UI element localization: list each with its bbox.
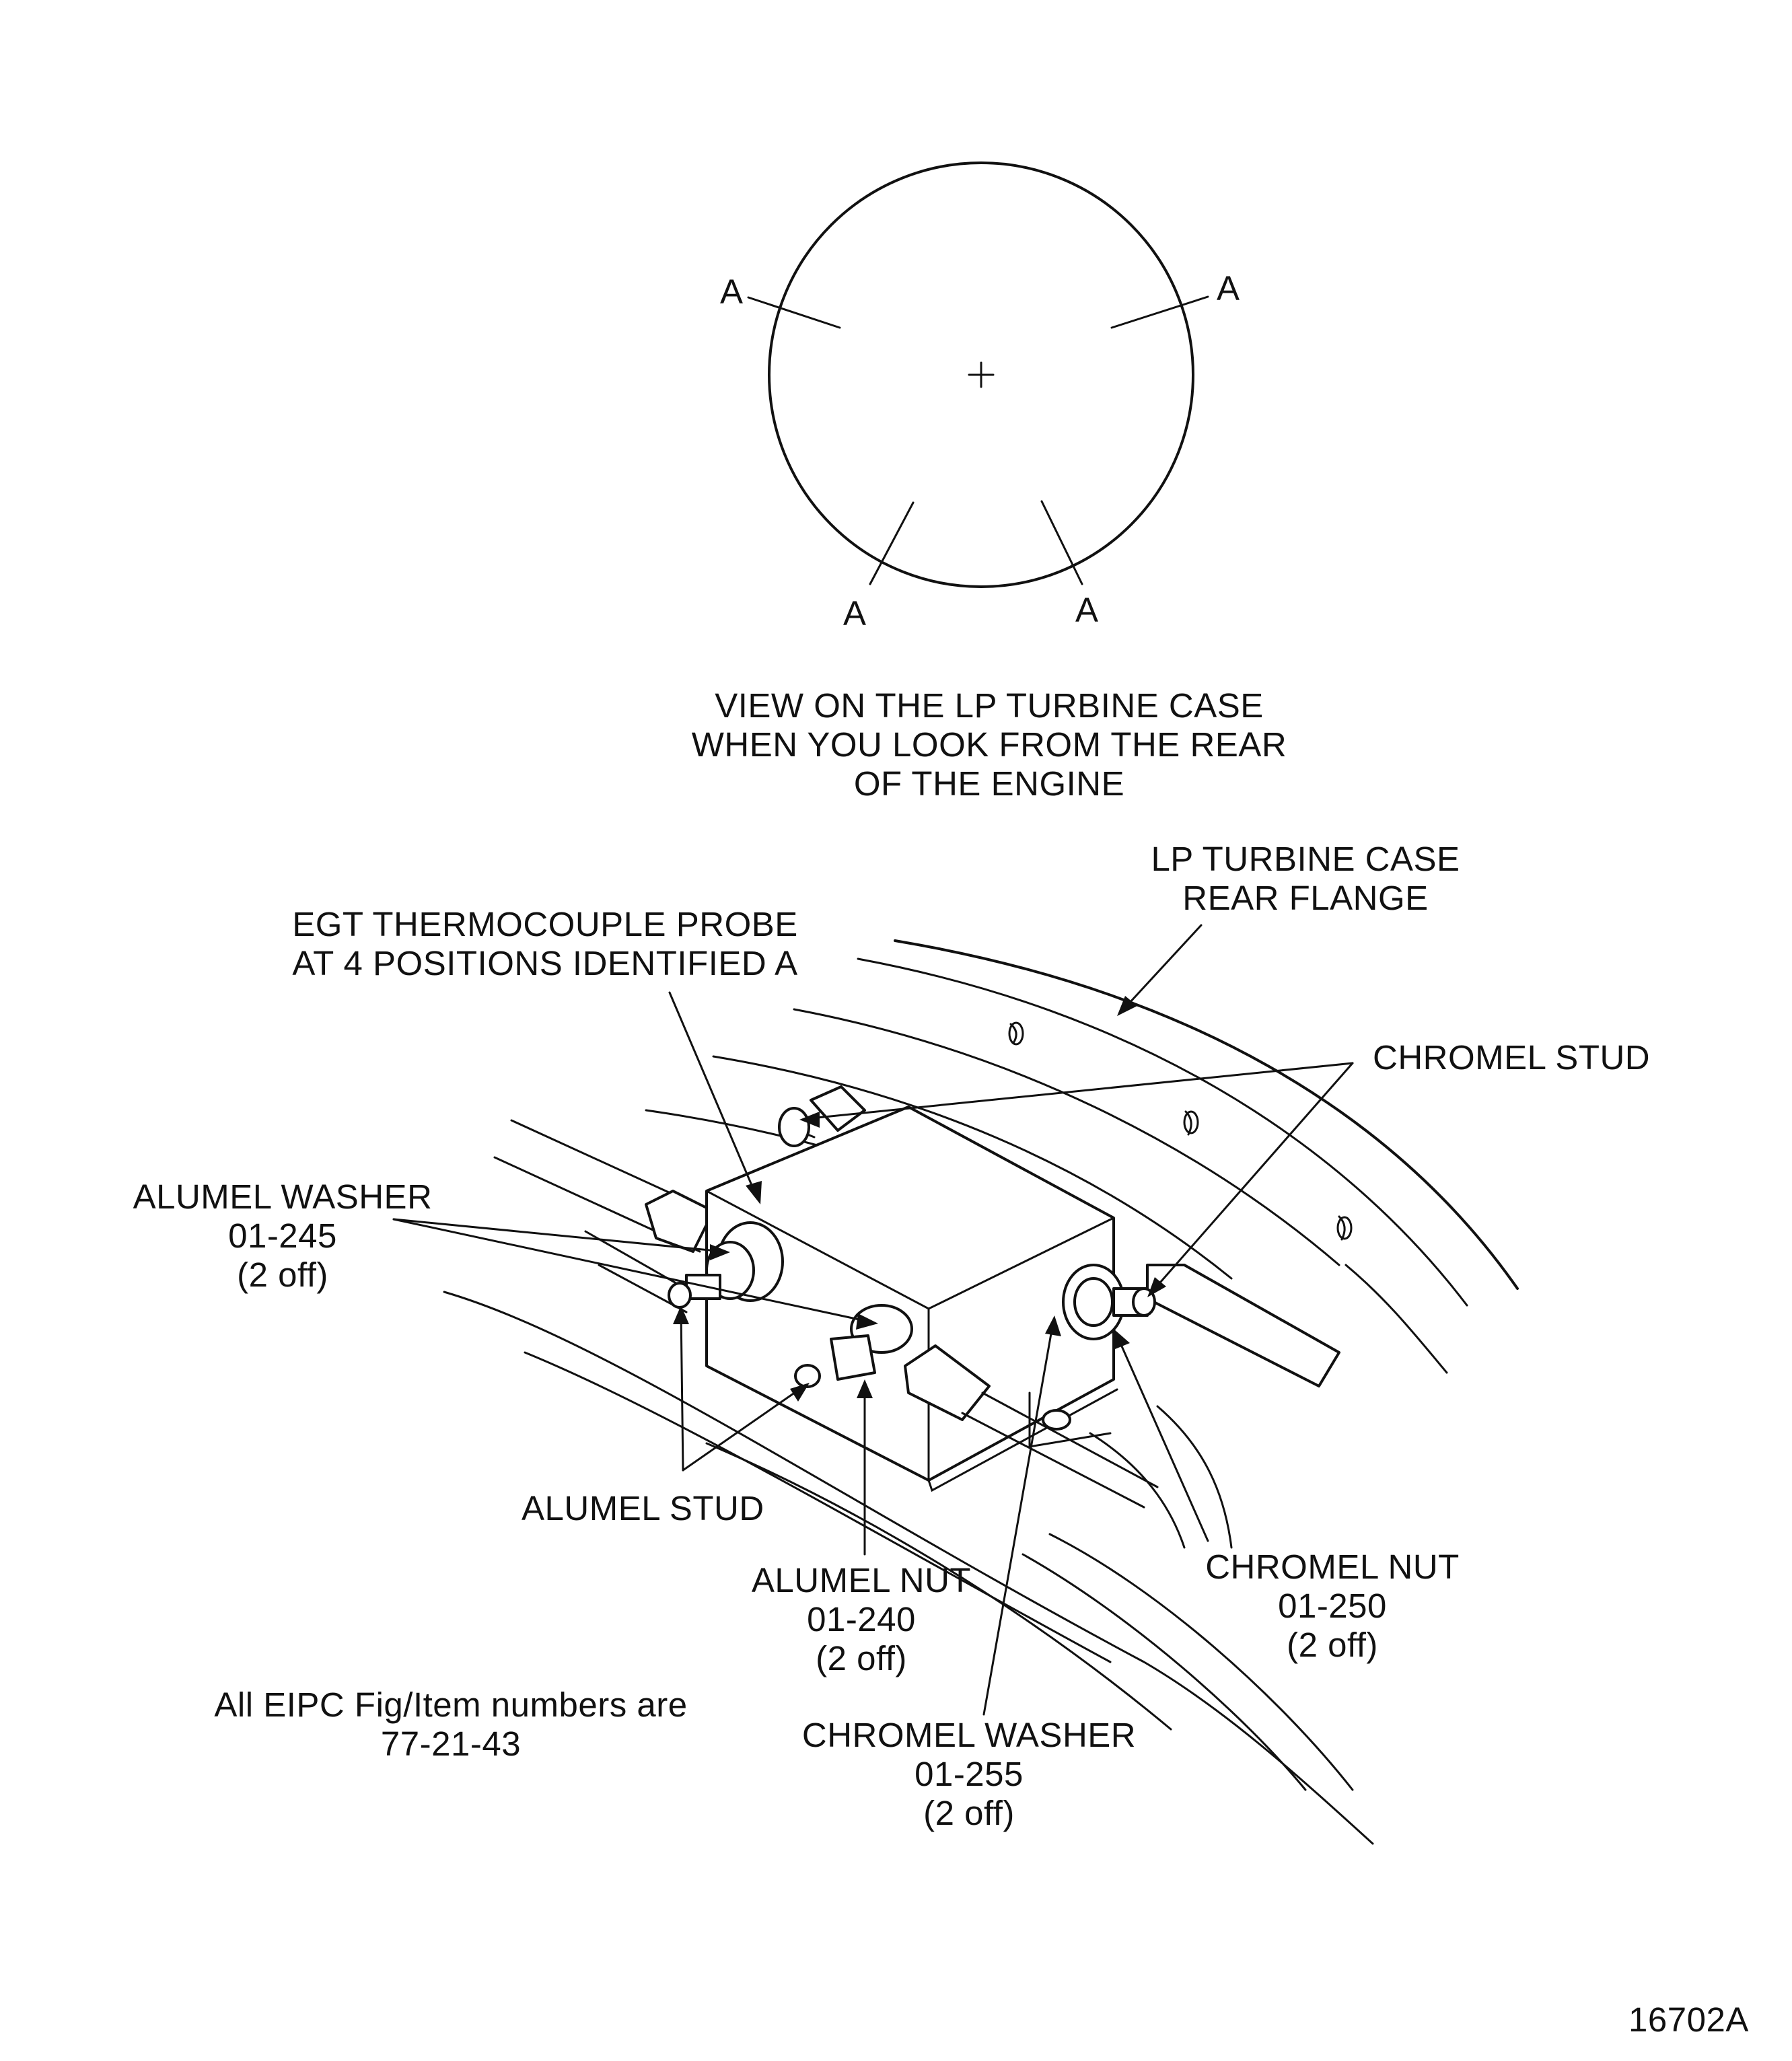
circle-view-caption: VIEW ON THE LP TURBINE CASE WHEN YOU LOO… — [691, 686, 1287, 803]
position-marker-a: A — [843, 594, 867, 632]
chromel-washer-label: CHROMEL WASHER 01-255 (2 off) — [801, 1716, 1137, 1832]
alumel-stud-label: ALUMEL STUD — [522, 1489, 764, 1527]
position-marker-a: A — [720, 273, 744, 311]
probe-label: EGT THERMOCOUPLE PROBE AT 4 POSITIONS ID… — [292, 905, 798, 982]
chromel-stud-label: CHROMEL STUD — [1373, 1038, 1651, 1077]
alumel-nut-label: ALUMEL NUT 01-240 (2 off) — [751, 1561, 972, 1677]
lp-turbine-case-circle — [747, 161, 1209, 588]
eipc-note: All EIPC Fig/Item numbers are 77-21-43 — [214, 1686, 688, 1763]
rear-flange-label: LP TURBINE CASE REAR FLANGE — [1151, 840, 1460, 917]
alumel-washer-label: ALUMEL WASHER 01-245 (2 off) — [133, 1178, 433, 1294]
probe-illustration — [392, 924, 1519, 1845]
figure-id: 16702A — [1628, 2000, 1749, 2039]
position-marker-a: A — [1075, 591, 1099, 629]
chromel-nut-label: CHROMEL NUT 01-250 (2 off) — [1205, 1548, 1460, 1664]
position-marker-a: A — [1217, 269, 1240, 308]
